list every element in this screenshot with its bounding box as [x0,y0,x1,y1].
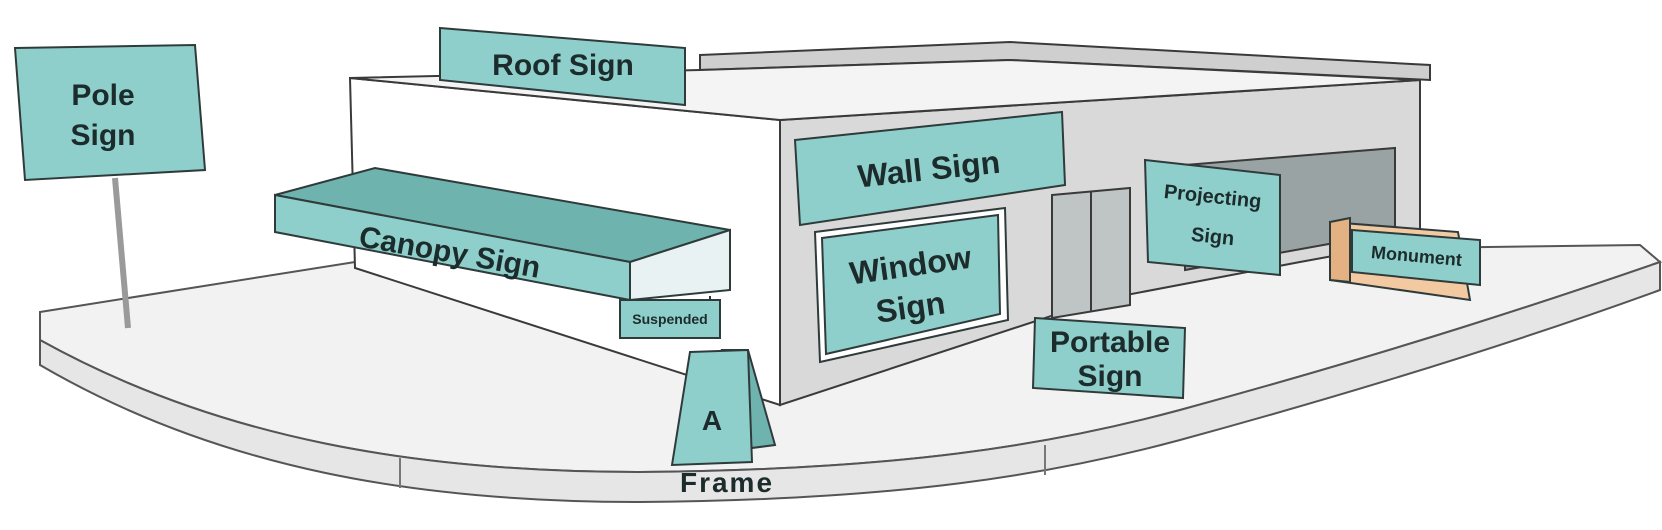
canopy-sign: Canopy Sign [274,166,731,302]
pole-sign-label-line2: Sign [71,119,136,152]
pole [112,177,131,329]
a-frame-label-line2: Frame [680,467,774,498]
wall-sign: Wall Sign [793,110,1067,227]
portable-sign-label-line2: Sign [1078,360,1143,393]
portable-sign-label-line1: Portable [1050,326,1170,359]
a-frame-label-line1: A [702,405,722,436]
window-sign: Window Sign [813,206,1010,364]
roof-sign: Roof Sign [439,26,686,107]
door [1051,186,1131,320]
projecting-sign: Projecting Sign [1143,158,1281,277]
roof-sign-label: Roof Sign [492,49,634,82]
suspended-sign: Suspended [619,296,721,339]
pole-sign: Pole Sign [13,43,207,329]
a-frame-sign: A Frame [670,348,777,498]
projecting-sign-label-line2: Sign [1190,224,1235,250]
portable-sign: Portable Sign [1031,316,1187,400]
pole-sign-label-line1: Pole [71,79,134,112]
monument-sign: Monument [1329,216,1481,302]
suspended-sign-label: Suspended [632,311,707,327]
